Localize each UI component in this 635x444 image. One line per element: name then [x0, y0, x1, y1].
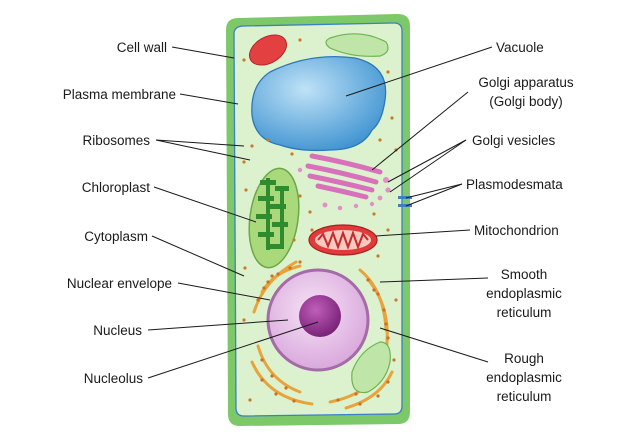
mitochondrion [308, 224, 378, 256]
label-rough-er-2: endoplasmic [486, 370, 562, 385]
free-ribosomes [242, 38, 398, 402]
label-golgi-vesicles: Golgi vesicles [472, 133, 556, 148]
label-smooth-er-3: reticulum [497, 305, 552, 320]
plasmodesmata [398, 196, 412, 207]
label-chloroplast: Chloroplast [82, 180, 151, 195]
label-smooth-er-1: Smooth [501, 267, 548, 282]
label-vacuole: Vacuole [496, 40, 544, 55]
rough-er-ribosomes [256, 266, 390, 406]
label-cell-wall: Cell wall [117, 40, 167, 55]
chloroplast [248, 167, 300, 269]
green-plastid-bottom [351, 341, 391, 394]
golgi-vesicles [297, 167, 391, 211]
leader-lines [147, 46, 493, 379]
green-plastid-top [325, 33, 389, 57]
golgi-apparatus [305, 153, 383, 200]
label-golgi-body: (Golgi body) [489, 94, 563, 109]
red-plastid [249, 34, 287, 66]
label-mitochondrion: Mitochondrion [474, 223, 559, 238]
vacuole [251, 55, 387, 152]
label-rough-er-3: reticulum [497, 389, 552, 404]
label-nucleus: Nucleus [93, 323, 142, 338]
label-plasmodesmata: Plasmodesmata [466, 177, 563, 192]
label-plasma-membrane: Plasma membrane [63, 87, 176, 102]
label-nuclear-envelope: Nuclear envelope [67, 276, 172, 291]
label-smooth-er-2: endoplasmic [486, 286, 562, 301]
label-ribosomes: Ribosomes [82, 133, 150, 148]
label-rough-er-1: Rough [504, 351, 544, 366]
label-cytoplasm: Cytoplasm [84, 229, 148, 244]
label-golgi-apparatus: Golgi apparatus [478, 75, 574, 90]
nucleolus [299, 295, 341, 337]
label-nucleolus: Nucleolus [84, 371, 144, 386]
